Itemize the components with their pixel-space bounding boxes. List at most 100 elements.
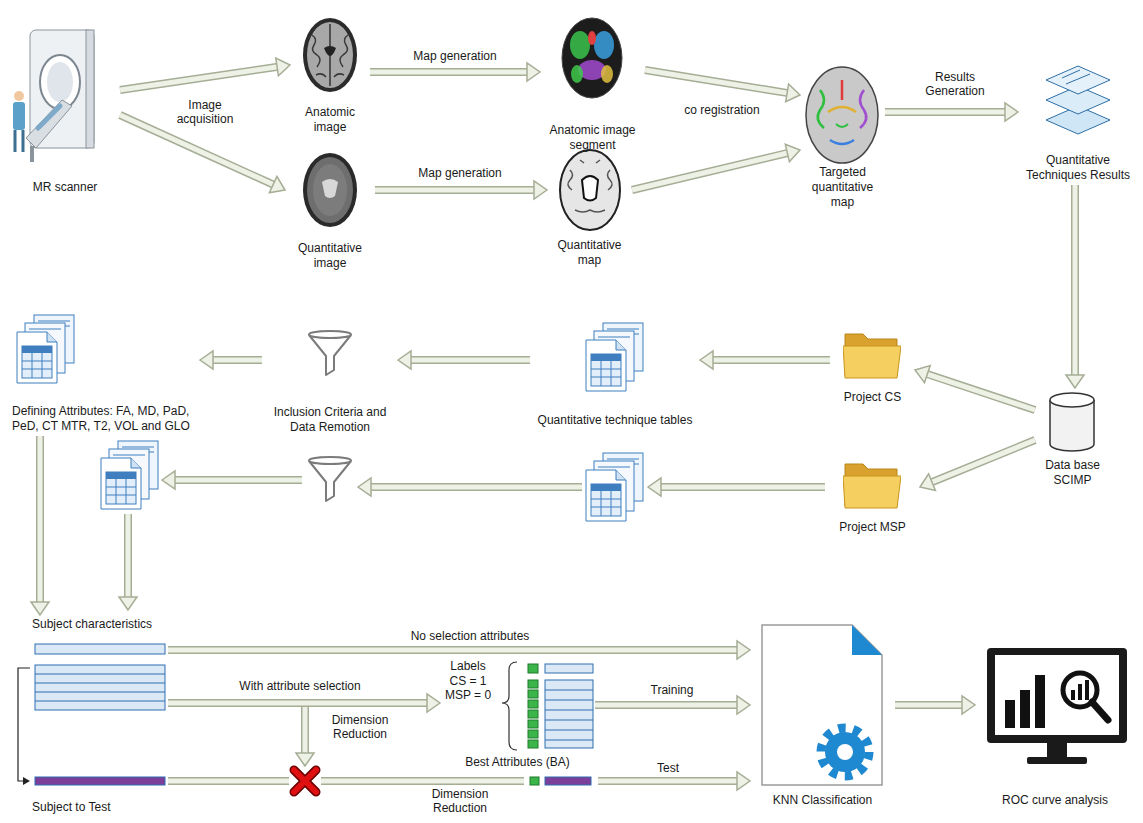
connector-line xyxy=(1073,185,1078,376)
connector xyxy=(200,351,262,369)
node-label: Subject characteristics xyxy=(32,617,166,632)
node-box: Quantitative map xyxy=(547,148,632,270)
node-box: Quantitative technique tables xyxy=(530,318,700,430)
arrow-head xyxy=(737,772,750,790)
arrow-head xyxy=(737,641,750,659)
node-box: Inclusion Criteria and Data Remotion xyxy=(262,325,398,437)
connector-line xyxy=(895,703,963,708)
connector xyxy=(700,351,830,369)
connector-line xyxy=(595,703,738,708)
connector-line xyxy=(931,440,1035,483)
segmented-brain-image xyxy=(562,18,622,98)
folder-icon xyxy=(843,334,901,378)
anatomic-brain-image xyxy=(303,18,357,92)
annotation-label: Dimension Reduction xyxy=(322,713,398,741)
annotation-label: Dimension Reduction xyxy=(422,787,498,815)
node-box: ROC curve analysis xyxy=(975,640,1135,810)
connector-outline xyxy=(36,436,44,603)
node-label: Anatomic image xyxy=(292,105,368,135)
connector xyxy=(168,694,440,712)
arrow-head xyxy=(785,144,800,162)
node-label: KNN Classification xyxy=(752,793,893,808)
node-label: MR scanner xyxy=(12,180,118,195)
node-label: Quantitative technique tables xyxy=(532,413,698,428)
node-label: Project MSP xyxy=(827,520,918,535)
arrow-head xyxy=(23,777,30,785)
quantitative-map-image xyxy=(560,150,620,230)
connector-outline xyxy=(712,356,830,364)
connector-outline xyxy=(370,68,528,76)
node-label: Project CS xyxy=(832,390,913,405)
arrow-head xyxy=(737,696,750,714)
arrow-head xyxy=(200,351,213,369)
annotation-label: MSP = 0 xyxy=(443,688,493,702)
node-label: Anatomic image segment xyxy=(542,123,643,153)
node-box: Project CS xyxy=(830,325,915,407)
node-box: Targeted quantitative map xyxy=(800,62,885,212)
mr-scanner-icon xyxy=(13,30,94,162)
arrow-head xyxy=(962,696,975,714)
node-box: Defining Attributes: FA, MD, PaD, PeD, C… xyxy=(10,318,200,436)
edge-label: Map generation xyxy=(411,49,498,63)
filter-icon xyxy=(309,457,351,501)
connector-line xyxy=(375,188,535,193)
node-label: Quantitative Techniques Results xyxy=(1020,153,1136,183)
connector-outline xyxy=(885,108,1006,116)
edge-label: Image acquisition xyxy=(166,98,245,126)
node-label: Quantitative map xyxy=(549,238,630,268)
table-icon xyxy=(17,315,74,383)
connector xyxy=(895,696,975,714)
connector-line xyxy=(885,110,1006,115)
node-box: MR scanner xyxy=(10,25,120,197)
table-icon xyxy=(586,323,643,391)
arrow-head xyxy=(398,351,411,369)
arrow-head xyxy=(31,602,49,615)
node-box: Anatomic image segment xyxy=(540,15,645,155)
node-label: Data base SCIMP xyxy=(1037,458,1108,488)
connector xyxy=(885,103,1018,121)
node-label: Subject to Test xyxy=(32,800,166,815)
connector xyxy=(915,366,1035,410)
arrow-head xyxy=(534,181,547,199)
node-box: Quantitative image xyxy=(285,148,375,273)
connector-outline xyxy=(595,701,738,709)
connector-outline xyxy=(168,699,428,707)
connector-outline xyxy=(931,440,1035,483)
layout-arrows xyxy=(119,471,825,766)
arrow-head xyxy=(269,176,285,192)
connector-line xyxy=(168,701,428,706)
connector-line xyxy=(370,70,528,75)
connector-outline xyxy=(212,356,262,364)
connector-line xyxy=(168,648,738,653)
edge-label: Training xyxy=(649,683,696,697)
connector xyxy=(370,63,540,81)
connector xyxy=(398,351,530,369)
node-label: ROC curve analysis xyxy=(977,793,1133,808)
connector xyxy=(1066,185,1084,388)
subject-bars xyxy=(35,644,165,785)
connector xyxy=(632,144,800,190)
connector-line xyxy=(212,358,262,363)
connector-outline xyxy=(645,70,788,93)
reduced-test-bar xyxy=(524,772,598,790)
node-label: Quantitative image xyxy=(287,241,373,271)
node-box: Subject to Test xyxy=(30,775,168,817)
connector-outline xyxy=(168,777,738,785)
roc-monitor-icon xyxy=(987,648,1127,764)
connector-line xyxy=(926,374,1035,410)
reject-cross xyxy=(289,767,321,795)
database-cylinder xyxy=(1050,393,1094,451)
node-box: Subject characteristics xyxy=(30,615,168,715)
connector-outline xyxy=(895,701,963,709)
node-box: Project MSP xyxy=(825,455,920,537)
connector xyxy=(375,181,547,199)
arrow-head xyxy=(920,474,935,491)
connector-outline xyxy=(632,153,788,190)
connector-outline xyxy=(375,186,535,194)
connector-outline xyxy=(926,374,1035,410)
connector-outline xyxy=(410,356,530,364)
node-label: Defining Attributes: FA, MD, PaD, PeD, C… xyxy=(12,404,198,434)
node-label: Targeted quantitative map xyxy=(802,165,883,210)
arrow-head xyxy=(1005,103,1018,121)
